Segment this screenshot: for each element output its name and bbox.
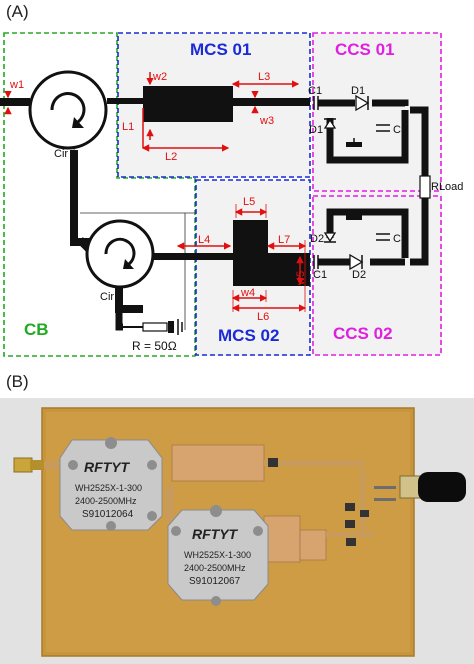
ccs02-components <box>313 215 390 271</box>
c2-bottom-label: C2 <box>393 233 407 245</box>
dim-l5: L5 <box>243 196 255 208</box>
circulator-2-symbol <box>85 219 155 289</box>
schematic-diagram: CB MCS 01 MCS 02 CCS 01 CCS 02 Cir 1 Cir… <box>0 32 463 357</box>
dim-l4: L4 <box>198 234 210 246</box>
ccs02-block-outline <box>312 195 442 356</box>
ccs-traces <box>318 99 429 266</box>
mcs01-label: MCS 01 <box>190 40 251 59</box>
ccs01-label: CCS 01 <box>335 40 395 59</box>
circ1-serial: S91012064 <box>82 509 134 520</box>
sma-connector <box>13 457 44 473</box>
circulator-1-symbol <box>28 70 108 150</box>
dim-w3: w3 <box>259 115 274 127</box>
c1-top-label: C1 <box>308 85 322 97</box>
d2-bottom-label: D2 <box>352 269 366 281</box>
resistor-value-label: R = 50Ω <box>132 339 177 353</box>
dim-w4: w4 <box>240 287 255 299</box>
d2-left-label: D2 <box>310 233 324 245</box>
circ2-freq: 2400-2500MHz <box>184 563 246 573</box>
panel-b-label: (B) <box>6 372 29 391</box>
pcb-photo: RFTYT WH2525X-1-300 2400-2500MHz S910120… <box>0 398 474 664</box>
copper-traces <box>44 444 374 563</box>
panel-a-label: (A) <box>6 2 29 21</box>
circ1-model: WH2525X-1-300 <box>75 483 142 493</box>
cir1-label: Cir 1 <box>54 148 77 160</box>
dim-w2: w2 <box>152 71 167 83</box>
dim-w1: w1 <box>9 79 24 91</box>
circ1-freq: 2400-2500MHz <box>75 496 137 506</box>
c1-bottom-label: C1 <box>313 269 327 281</box>
dimension-markers <box>4 72 307 312</box>
load-plug <box>399 472 466 502</box>
circ2-brand: RFTYT <box>192 526 239 542</box>
dimension-guides <box>232 204 306 312</box>
dim-l1: L1 <box>122 121 134 133</box>
rload-label: RLoad <box>431 181 463 193</box>
dim-w5: w5 <box>295 271 307 286</box>
circulator-2-module <box>167 505 269 606</box>
d1-top-label: D1 <box>351 85 365 97</box>
dim-l7: L7 <box>278 234 290 246</box>
dim-l2: L2 <box>165 151 177 163</box>
smd-components <box>268 458 396 546</box>
cb-label: CB <box>24 320 49 339</box>
dim-l3: L3 <box>258 71 270 83</box>
mcs02-label: MCS 02 <box>218 326 279 345</box>
d1-left-label: D1 <box>309 124 323 136</box>
c2-top-label: C2 <box>393 124 407 136</box>
ccs01-block-outline <box>312 32 442 192</box>
circ1-brand: RFTYT <box>84 459 131 475</box>
termination-resistor <box>123 319 183 335</box>
rload-resistor <box>419 175 431 199</box>
circ2-serial: S91012067 <box>189 576 241 587</box>
dim-l6: L6 <box>257 311 269 323</box>
circ2-model: WH2525X-1-300 <box>184 550 251 560</box>
ccs01-components <box>313 94 390 147</box>
cir2-label: Cir 2 <box>100 291 123 303</box>
circulator-1-module <box>59 437 163 531</box>
termination-trace <box>115 313 123 331</box>
ccs02-label: CCS 02 <box>333 324 393 343</box>
cb-block-outline <box>3 32 196 357</box>
